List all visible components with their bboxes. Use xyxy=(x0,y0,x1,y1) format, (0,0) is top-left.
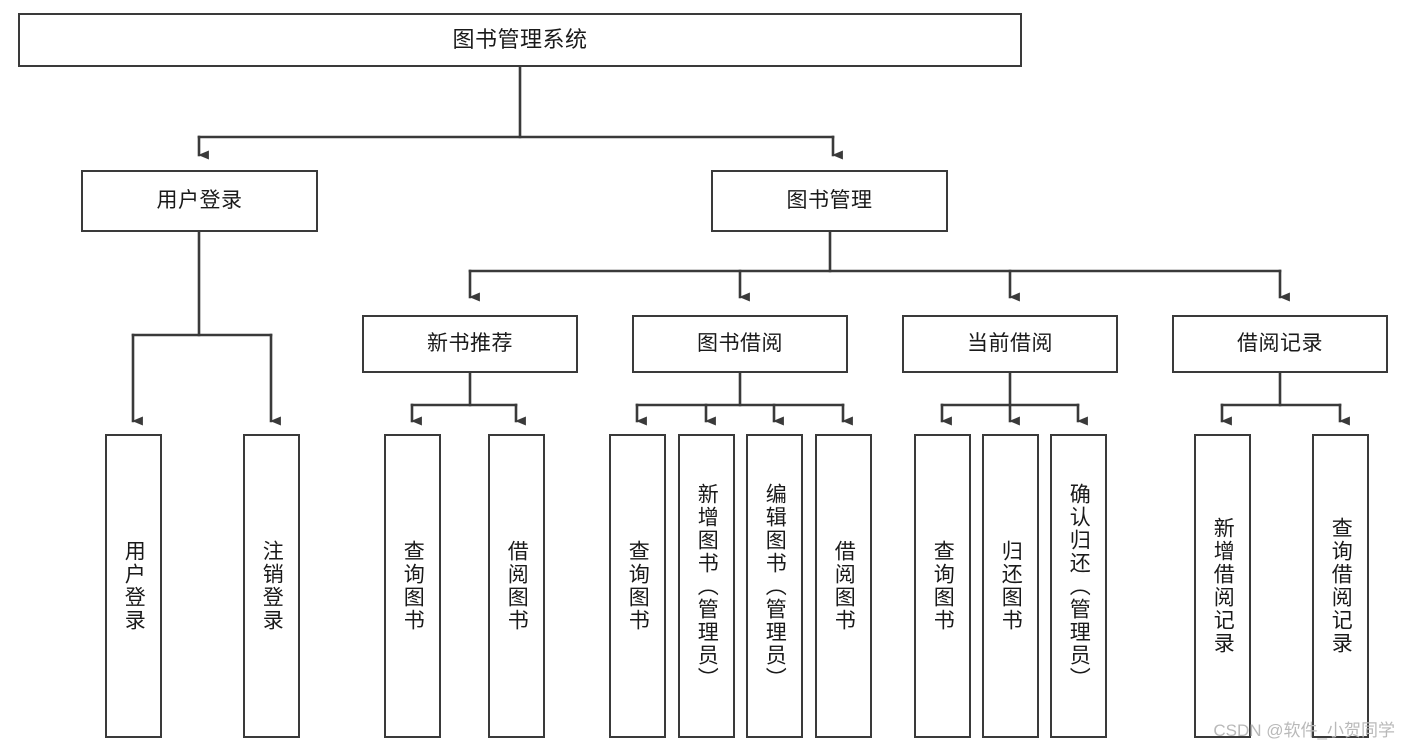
node-label: 查询借阅记录 xyxy=(1329,517,1353,655)
node-label: 图书管理系统 xyxy=(452,27,588,53)
leaf-current-return-book[interactable]: 归还图书 xyxy=(982,434,1039,738)
node-label: 查询图书 xyxy=(626,540,650,632)
leaf-borrow-edit-book-admin[interactable]: 编辑图书（管理员） xyxy=(746,434,803,738)
leaf-borrow-borrow-book[interactable]: 借阅图书 xyxy=(815,434,872,738)
node-label: 借阅记录 xyxy=(1237,331,1323,355)
node-label: 确认归还（管理员） xyxy=(1067,482,1091,690)
leaf-borrow-add-book-admin[interactable]: 新增图书（管理员） xyxy=(678,434,735,738)
node-label: 借阅图书 xyxy=(832,540,856,632)
node-label: 归还图书 xyxy=(999,540,1023,632)
leaf-borrow-query-book[interactable]: 查询图书 xyxy=(609,434,666,738)
node-new-book-recommendation[interactable]: 新书推荐 xyxy=(362,315,578,373)
leaf-user-login-signout[interactable]: 注销登录 xyxy=(243,434,300,738)
node-label: 编辑图书（管理员） xyxy=(763,482,787,690)
node-label: 用户登录 xyxy=(156,188,243,212)
leaf-new-book-borrow[interactable]: 借阅图书 xyxy=(488,434,545,738)
node-label: 新增借阅记录 xyxy=(1211,517,1235,655)
node-label: 借阅图书 xyxy=(505,540,529,632)
node-label: 新书推荐 xyxy=(427,331,513,355)
node-label: 图书借阅 xyxy=(697,331,783,355)
node-label: 注销登录 xyxy=(260,540,284,632)
node-book-borrow[interactable]: 图书借阅 xyxy=(632,315,848,373)
node-root-system[interactable]: 图书管理系统 xyxy=(18,13,1022,67)
node-book-management[interactable]: 图书管理 xyxy=(711,170,948,232)
node-label: 当前借阅 xyxy=(967,331,1053,355)
leaf-user-login-signin[interactable]: 用户登录 xyxy=(105,434,162,738)
node-label: 查询图书 xyxy=(931,540,955,632)
node-label: 查询图书 xyxy=(401,540,425,632)
leaf-new-book-query[interactable]: 查询图书 xyxy=(384,434,441,738)
leaf-records-add-record[interactable]: 新增借阅记录 xyxy=(1194,434,1251,738)
node-user-login[interactable]: 用户登录 xyxy=(81,170,318,232)
leaf-records-query-record[interactable]: 查询借阅记录 xyxy=(1312,434,1369,738)
node-label: 新增图书（管理员） xyxy=(695,482,719,690)
node-current-borrow[interactable]: 当前借阅 xyxy=(902,315,1118,373)
watermark-text: CSDN @软件_小贺同学 xyxy=(1213,721,1395,740)
leaf-current-confirm-return-admin[interactable]: 确认归还（管理员） xyxy=(1050,434,1107,738)
leaf-current-query-book[interactable]: 查询图书 xyxy=(914,434,971,738)
node-label: 图书管理 xyxy=(786,188,873,212)
node-borrow-records[interactable]: 借阅记录 xyxy=(1172,315,1388,373)
node-label: 用户登录 xyxy=(122,540,146,632)
